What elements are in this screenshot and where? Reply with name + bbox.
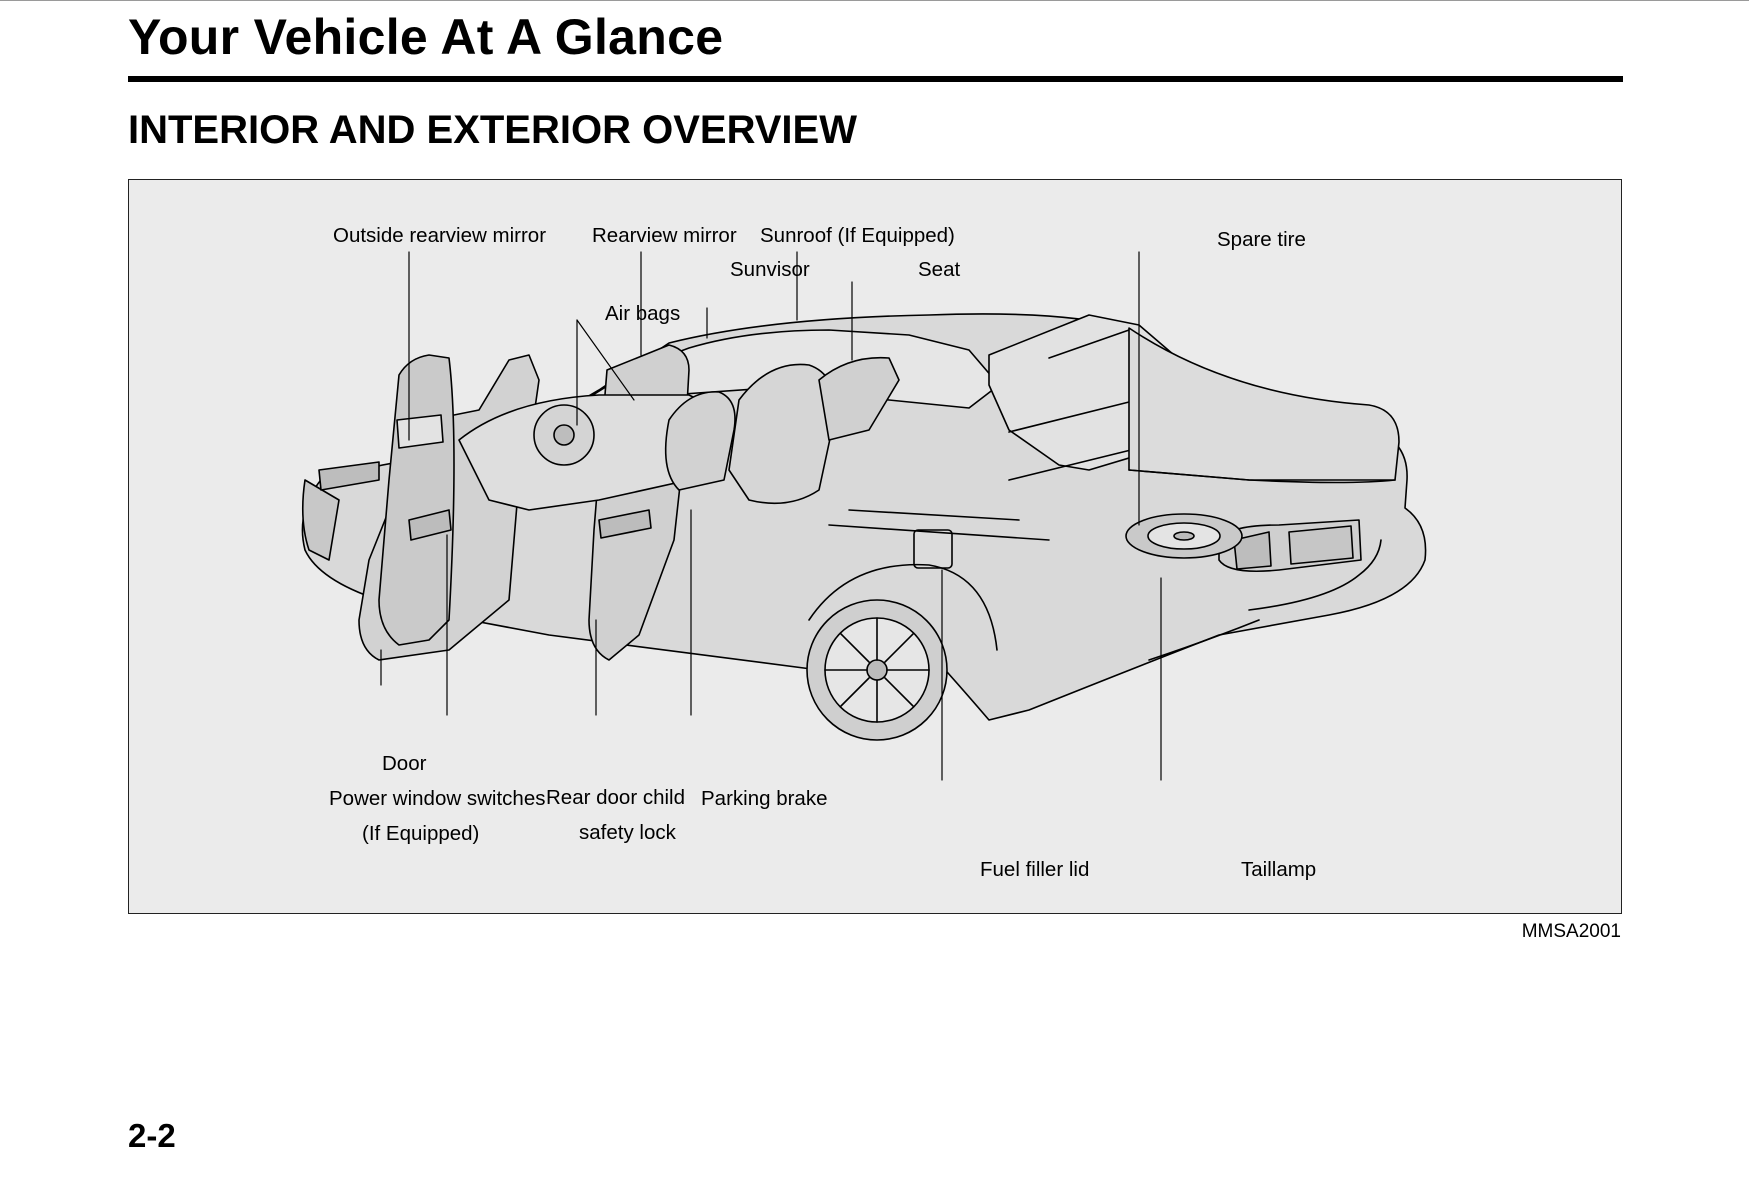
car-illustration bbox=[301, 251, 1427, 781]
label-seat: Seat bbox=[918, 258, 961, 281]
label-power-window-switches: Power window switches bbox=[329, 787, 546, 810]
top-rule bbox=[0, 0, 1749, 1]
label-fuel-filler-lid: Fuel filler lid bbox=[980, 858, 1090, 881]
label-taillamp: Taillamp bbox=[1241, 858, 1317, 881]
chapter-rule bbox=[128, 76, 1623, 82]
label-rear-door-child: Rear door child bbox=[546, 786, 686, 809]
label-door: Door bbox=[382, 752, 427, 775]
leader-lines bbox=[380, 251, 1162, 781]
label-power-window-switches-note: (If Equipped) bbox=[362, 822, 480, 845]
car-body bbox=[301, 313, 1427, 741]
label-sunvisor: Sunvisor bbox=[730, 258, 810, 281]
label-spare-tire: Spare tire bbox=[1217, 228, 1306, 251]
vehicle-overview-figure: Outside rearview mirror Rearview mirror … bbox=[128, 179, 1622, 914]
label-sunroof: Sunroof (If Equipped) bbox=[760, 224, 955, 247]
label-parking-brake: Parking brake bbox=[701, 787, 828, 810]
page-number: 2-2 bbox=[128, 1117, 176, 1154]
section-title: INTERIOR AND EXTERIOR OVERVIEW bbox=[128, 108, 857, 152]
figure-code: MMSA2001 bbox=[1521, 921, 1621, 942]
label-rearview-mirror: Rearview mirror bbox=[592, 224, 737, 247]
label-safety-lock: safety lock bbox=[579, 821, 676, 844]
label-air-bags: Air bags bbox=[605, 302, 681, 325]
label-outside-rearview-mirror: Outside rearview mirror bbox=[333, 224, 547, 247]
chapter-title: Your Vehicle At A Glance bbox=[128, 9, 724, 65]
